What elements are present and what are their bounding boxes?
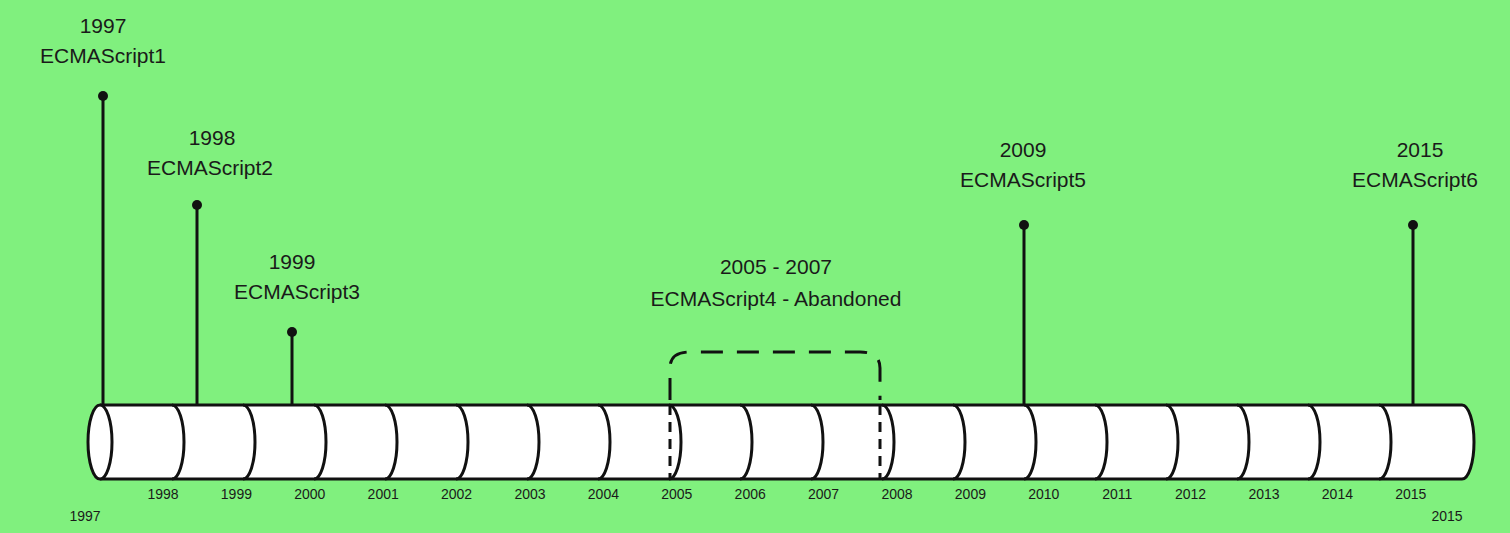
version-label: ECMAScript3 (234, 280, 360, 304)
year-label: 1997 (80, 14, 127, 38)
dashed-bracket (670, 352, 880, 400)
cylinder-segment (1237, 405, 1249, 479)
axis-year-label: 2010 (1028, 486, 1059, 502)
axis-year-label: 2013 (1248, 486, 1279, 502)
axis-year-label: 2014 (1322, 486, 1353, 502)
axis-year-label: 2002 (441, 486, 472, 502)
axis-year-label: 2007 (808, 486, 839, 502)
axis-year-label: 2001 (368, 486, 399, 502)
cylinder-segment (243, 405, 255, 479)
year-label: 2015 (1397, 138, 1444, 162)
axis-year-label: 2012 (1175, 486, 1206, 502)
year-label: 1999 (269, 250, 316, 274)
marker-pin (291, 332, 294, 405)
axis-year-label: 1998 (147, 486, 178, 502)
pin-head (1019, 220, 1029, 230)
cylinder-segment (1379, 405, 1391, 479)
version-label: ECMAScript5 (960, 168, 1086, 192)
year-label: 1998 (189, 126, 236, 150)
axis-year-label: 1997 (69, 508, 100, 524)
cylinder-segment (385, 405, 397, 479)
axis-year-label: 2004 (588, 486, 619, 502)
cylinder-segment (598, 405, 610, 479)
axis-year-label: 1999 (221, 486, 252, 502)
version-label: ECMAScript2 (147, 156, 273, 180)
axis-year-label: 2003 (514, 486, 545, 502)
pin-head (98, 91, 108, 101)
version-label: ECMAScript4 - Abandoned (651, 287, 902, 311)
version-label: ECMAScript6 (1352, 168, 1478, 192)
axis-year-label: 2015 (1431, 508, 1462, 524)
dashed-divider (669, 405, 672, 479)
marker-pin (1412, 225, 1415, 405)
cylinder-segment (1024, 405, 1036, 479)
cylinder-segment (882, 405, 894, 479)
axis-year-label: 2008 (881, 486, 912, 502)
cylinder-segment (740, 405, 752, 479)
cylinder-segment (1308, 405, 1320, 479)
cylinder-segment (953, 405, 965, 479)
pin-head (1408, 220, 1418, 230)
cylinder-segment (811, 405, 823, 479)
axis-year-label: 2015 (1395, 486, 1426, 502)
cylinder-segment (1095, 405, 1107, 479)
year-range-label: 2005 - 2007 (720, 255, 832, 279)
cylinder-segment (314, 405, 326, 479)
marker-pin (196, 205, 199, 405)
axis-year-label: 2011 (1102, 486, 1132, 502)
axis-year-label: 2005 (661, 486, 692, 502)
dashed-divider (879, 405, 882, 479)
axis-year-label: 2000 (294, 486, 325, 502)
marker-pin (1023, 225, 1026, 405)
cylinder-segment (456, 405, 468, 479)
axis-year-label: 2006 (735, 486, 766, 502)
cylinder-segment (172, 405, 184, 479)
version-label: ECMAScript1 (40, 44, 166, 68)
pin-head (287, 327, 297, 337)
axis-year-label: 2009 (955, 486, 986, 502)
cylinder-segment (527, 405, 539, 479)
year-label: 2009 (1000, 138, 1047, 162)
pin-head (192, 200, 202, 210)
marker-pin (102, 96, 105, 405)
cylinder-segment (669, 405, 681, 479)
timeline-cylinder (100, 405, 1474, 479)
cylinder-segment (1166, 405, 1178, 479)
cylinder-cap (88, 405, 112, 479)
